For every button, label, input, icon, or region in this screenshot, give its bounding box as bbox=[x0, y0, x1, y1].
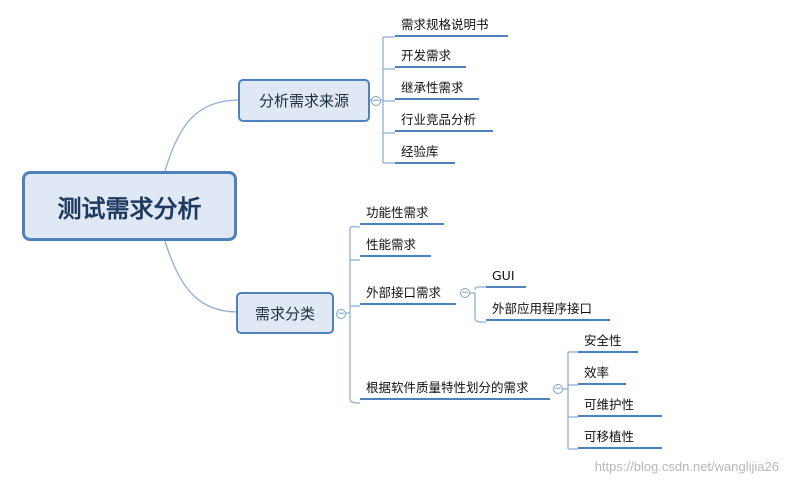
collapse-toggle-icon[interactable]: − bbox=[553, 384, 563, 394]
leaf-competitor-analysis[interactable]: 行业竞品分析 bbox=[395, 110, 493, 132]
collapse-toggle-icon[interactable]: − bbox=[460, 288, 470, 298]
leaf-efficiency[interactable]: 效率 bbox=[578, 363, 626, 385]
leaf-functional-requirement[interactable]: 功能性需求 bbox=[360, 203, 444, 225]
leaf-gui[interactable]: GUI bbox=[486, 266, 526, 288]
leaf-experience-base[interactable]: 经验库 bbox=[395, 142, 455, 164]
watermark-text: https://blog.csdn.net/wanglijia26 bbox=[594, 459, 779, 474]
leaf-inherited-requirement[interactable]: 继承性需求 bbox=[395, 78, 479, 100]
leaf-spec-document[interactable]: 需求规格说明书 bbox=[395, 15, 508, 37]
leaf-portability[interactable]: 可移植性 bbox=[578, 427, 662, 449]
leaf-maintainability[interactable]: 可维护性 bbox=[578, 395, 662, 417]
root-topic[interactable]: 测试需求分析 bbox=[22, 171, 237, 241]
branch-requirement-category[interactable]: 需求分类 bbox=[236, 292, 334, 334]
leaf-external-interface[interactable]: 外部接口需求 bbox=[360, 283, 456, 305]
collapse-toggle-icon[interactable]: − bbox=[371, 96, 381, 106]
collapse-toggle-icon[interactable]: − bbox=[336, 309, 346, 319]
leaf-dev-requirement[interactable]: 开发需求 bbox=[395, 46, 466, 68]
leaf-performance-requirement[interactable]: 性能需求 bbox=[360, 235, 431, 257]
leaf-external-app-interface[interactable]: 外部应用程序接口 bbox=[486, 299, 610, 321]
branch-requirement-source[interactable]: 分析需求来源 bbox=[238, 79, 370, 122]
leaf-quality-requirement[interactable]: 根据软件质量特性划分的需求 bbox=[360, 378, 550, 400]
leaf-security[interactable]: 安全性 bbox=[578, 331, 638, 353]
